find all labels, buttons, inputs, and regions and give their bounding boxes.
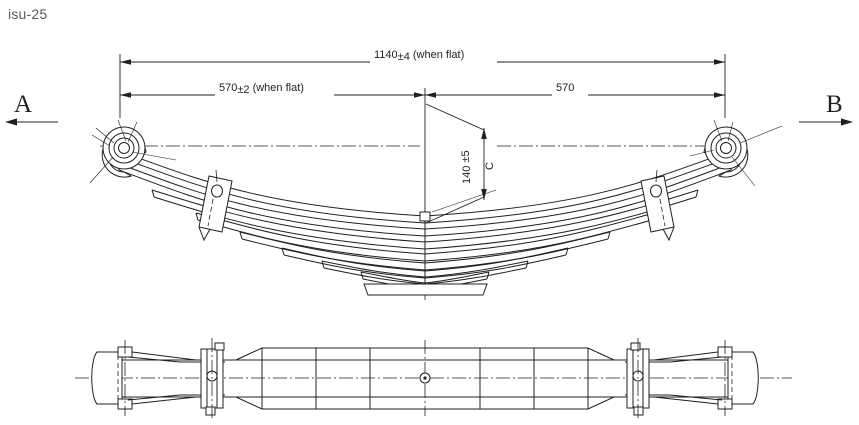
eye-hatch-left-4 xyxy=(91,134,111,147)
eye-bushing-outer-left xyxy=(108,132,140,164)
dim-text-left-half: 570±2 (when flat) xyxy=(219,82,304,96)
eye-hatch-left-5 xyxy=(89,156,114,184)
eye-bore-left xyxy=(118,142,130,154)
view-arrow-a-head xyxy=(5,118,17,126)
plan-leaf-edge-left-top xyxy=(131,351,197,361)
dim-text-overall: 1140±4 (when flat) xyxy=(374,49,464,63)
plan-left-eye xyxy=(91,340,225,416)
eye-bore-right xyxy=(720,142,732,154)
eye-bushing-outer-right xyxy=(710,132,742,164)
plan-clamp-nut-right-top xyxy=(630,342,641,351)
part-number-label: isu-25 xyxy=(8,6,48,22)
leaf-4-left-end xyxy=(195,212,199,221)
eye-hatch-left-6 xyxy=(131,151,177,161)
eye-hatch-right-1 xyxy=(713,119,723,142)
eye-hatch-left-2 xyxy=(127,121,138,143)
clip-pin-top-right xyxy=(655,169,658,183)
leaf-8-left-end xyxy=(360,271,364,280)
arrowhead-left-half-end xyxy=(414,92,425,98)
leaf-6-right-end xyxy=(565,247,569,256)
plan-center-bolt xyxy=(419,340,431,416)
leader-line-upper xyxy=(425,103,485,131)
eye-hatch-left-1 xyxy=(117,119,127,142)
plan-clamp-nut-right-bot xyxy=(633,406,644,416)
eye-bushing-inner-right xyxy=(715,137,737,159)
view-label-a: A xyxy=(14,91,32,118)
clip-pin-top-left xyxy=(215,169,218,183)
eye-bushing-inner-left xyxy=(113,137,135,159)
dim-text-right-half: 570 xyxy=(556,82,574,94)
plan-clamp-nut-left-top xyxy=(214,342,225,351)
leaf-6-left-end xyxy=(281,247,285,256)
leaf-5-right-end xyxy=(607,231,611,240)
dimension-group-top: 1140±4 (when flat) 570±2 (when flat) 57 xyxy=(119,49,726,224)
arrowhead-right xyxy=(714,59,725,65)
center-bolt-elevation xyxy=(363,189,497,296)
clip-bolt-hole-right xyxy=(650,184,662,198)
view-arrow-b-head xyxy=(841,118,853,126)
eye-hatch-right-4 xyxy=(689,149,715,157)
view-direction-a: A xyxy=(5,91,58,126)
arrowhead-left-half-start xyxy=(120,92,131,98)
arrowhead-camber-top xyxy=(481,128,487,139)
clip-tip-left xyxy=(198,226,211,242)
eye-hatch-left-3 xyxy=(95,127,115,144)
plan-left-clamp xyxy=(200,338,225,420)
plan-view xyxy=(75,338,792,420)
leaf-8-right-end xyxy=(486,271,490,280)
center-bolt-head xyxy=(419,211,431,222)
leader-line-lower xyxy=(425,196,485,224)
section-label-c: C xyxy=(484,162,496,170)
arrowhead-right-half-end xyxy=(714,92,725,98)
clip-hidden-left xyxy=(207,198,214,227)
clip-body-left xyxy=(198,175,233,233)
clip-body-right xyxy=(640,175,675,233)
elevation-view xyxy=(89,119,783,300)
view-direction-b: B xyxy=(799,91,853,126)
dimension-right-half: 570 xyxy=(425,82,725,98)
left-rebound-clip xyxy=(198,169,233,242)
eye-hatch-right-5 xyxy=(731,156,756,187)
dimension-camber-height: 140 ±5 C xyxy=(425,103,496,224)
center-clamp-plate xyxy=(363,283,488,296)
arrowhead-camber-bottom xyxy=(481,189,487,200)
leaf-3-left-end xyxy=(151,189,155,198)
dimension-left-half: 570±2 (when flat) xyxy=(120,82,425,98)
clip-bolt-hole-left xyxy=(211,184,223,198)
plan-leaf-edge-right-top xyxy=(653,351,719,361)
plan-leaf-edge-right-bot xyxy=(653,396,719,405)
eye-hatch-right-2 xyxy=(727,121,734,142)
leaf-7-right-end xyxy=(525,260,529,269)
left-spring-eye xyxy=(89,119,177,184)
arrowhead-left xyxy=(120,59,131,65)
leaf-3-right-end xyxy=(695,189,699,198)
right-spring-eye xyxy=(689,119,783,187)
plan-center-bolt-dot xyxy=(423,376,427,380)
dim-text-camber: 140 ±5 xyxy=(460,150,473,184)
clip-hidden-right xyxy=(659,198,666,227)
view-label-b: B xyxy=(826,91,843,118)
plan-eye-body-left xyxy=(91,351,123,405)
arrowhead-right-half-start xyxy=(425,92,436,98)
clip-tip-right xyxy=(662,226,675,242)
plan-right-clamp xyxy=(626,338,650,420)
center-bolt-leader xyxy=(431,189,497,213)
leaf-7-left-end xyxy=(321,260,325,269)
leaf-5-left-end xyxy=(239,231,243,240)
plan-right-eye xyxy=(625,340,759,416)
plan-clamp-nut-left-bot xyxy=(205,406,216,416)
plan-eye-body-right xyxy=(727,351,759,405)
right-rebound-clip xyxy=(640,169,675,242)
eye-hatch-right-3 xyxy=(739,125,783,144)
dimension-overall-length: 1140±4 (when flat) xyxy=(120,49,725,65)
plan-leaf-edge-left-bot xyxy=(131,396,197,405)
